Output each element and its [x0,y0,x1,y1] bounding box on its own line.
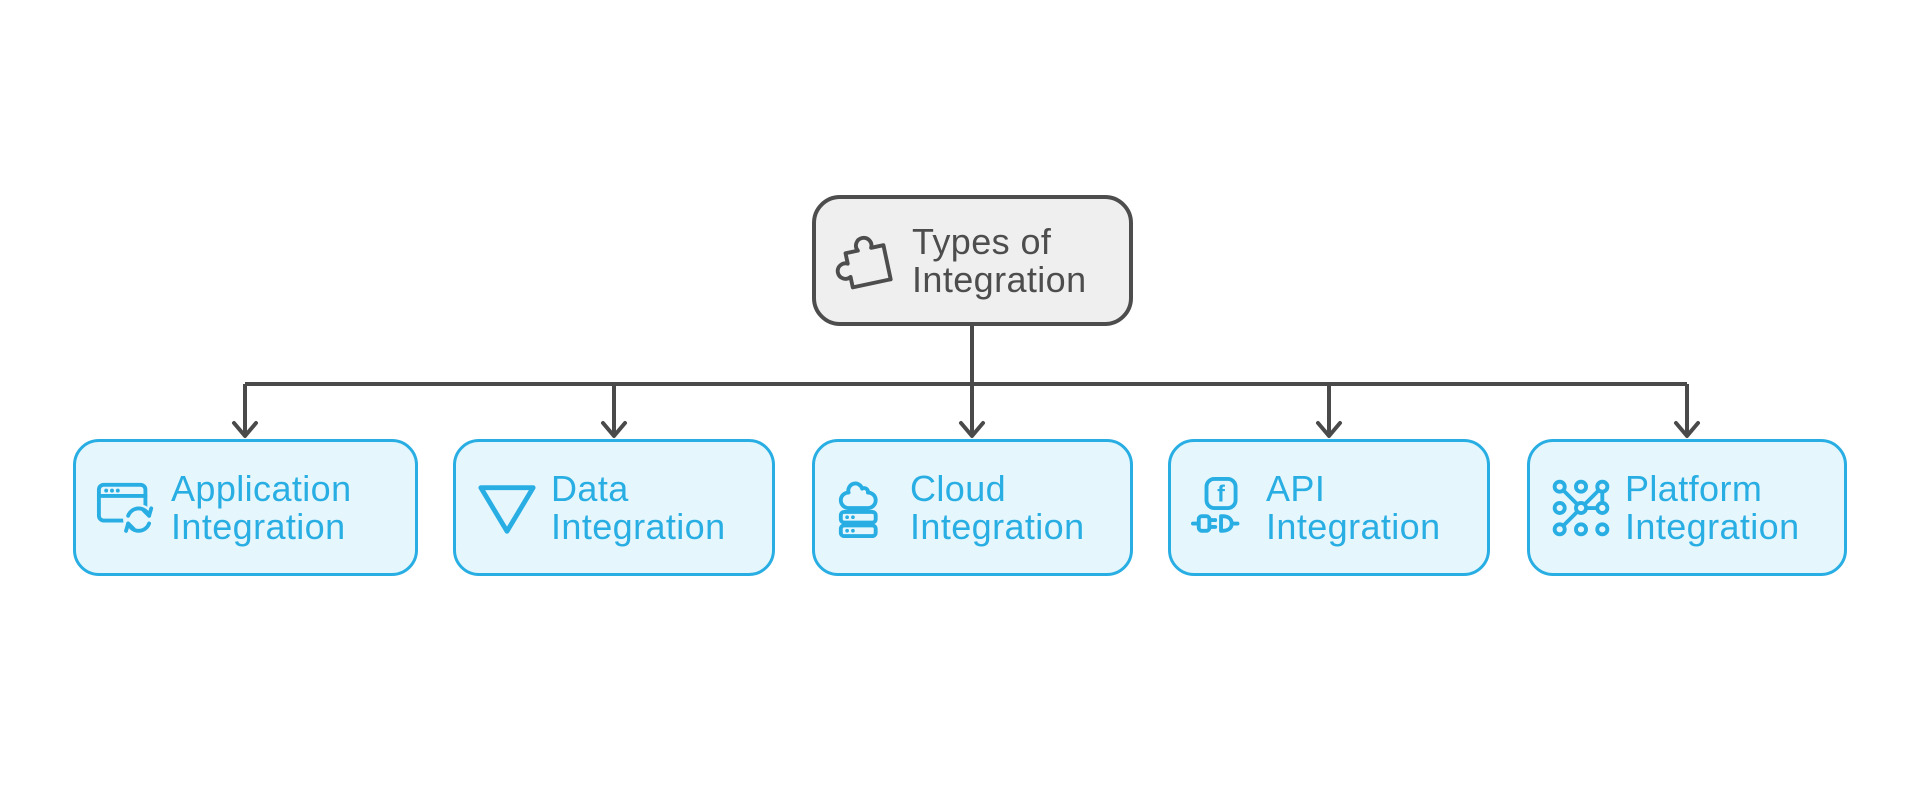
svg-text:f: f [1217,480,1225,506]
arrowhead-4 [1316,421,1342,438]
arrowhead-2 [601,421,627,438]
node-types-of-integration: Types of Integration [812,195,1133,326]
node-data-integration: Data Integration [453,439,775,576]
node-platform-integration: Platform Integration [1527,439,1847,576]
node-application-integration: Application Integration [73,439,418,576]
arrowhead-1 [232,421,258,438]
arrowhead-5 [1674,421,1700,438]
node-label: API Integration [1266,467,1441,547]
node-label: Platform Integration [1625,467,1800,547]
node-label: Cloud Integration [910,467,1085,547]
node-label: Data Integration [551,467,726,547]
network-nodes-icon [1552,479,1610,536]
arrowhead-3 [959,421,985,438]
puzzle-icon [834,230,896,292]
app-window-sync-icon [96,477,158,539]
cloud-server-icon [835,477,897,539]
node-label: Types of Integration [912,220,1087,300]
node-label: Application Integration [171,467,352,547]
funnel-icon [476,477,538,539]
node-api-integration: f API Integration [1168,439,1490,576]
function-plug-icon: f [1191,476,1253,539]
node-cloud-integration: Cloud Integration [812,439,1133,576]
